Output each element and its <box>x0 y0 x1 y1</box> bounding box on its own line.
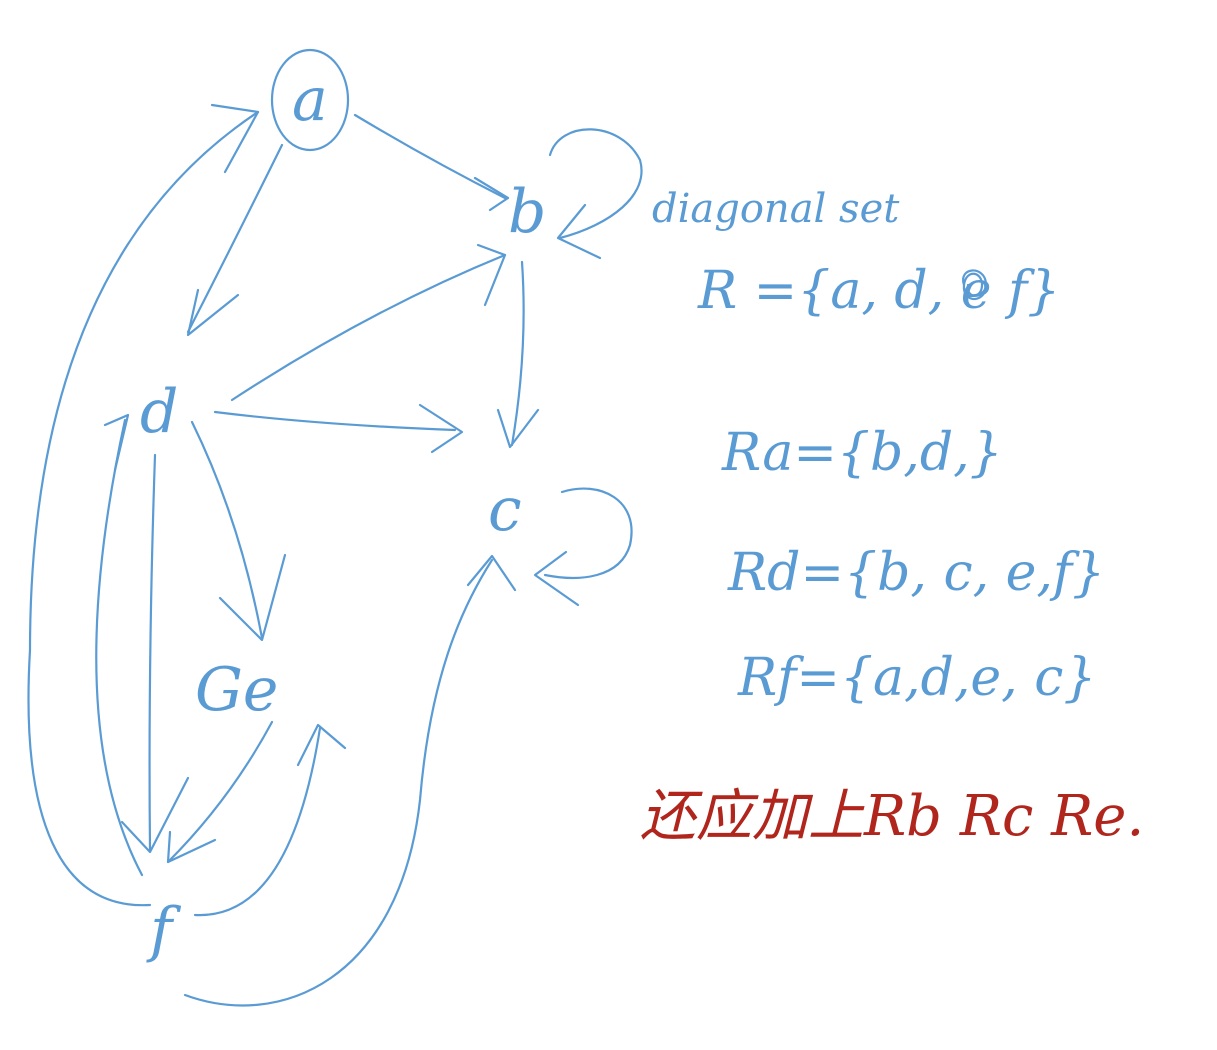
set-rf: Rf={a,d,e, c} <box>737 648 1096 708</box>
edge-a-d <box>186 143 284 337</box>
edge-f-c <box>183 554 517 1007</box>
node-a-label: a <box>292 65 328 135</box>
edge-b-c <box>496 260 540 449</box>
edge-f-d <box>95 413 144 877</box>
node-f-label: f <box>146 895 182 965</box>
node-b-label: b <box>508 177 546 247</box>
self-loop-c <box>533 487 633 607</box>
edge-d-f <box>120 453 190 854</box>
node-c-label: c <box>488 475 522 545</box>
self-loop-b <box>548 128 643 260</box>
red-note: 还应加上Rb Rc Re. <box>640 784 1144 849</box>
edge-f-e <box>193 723 347 917</box>
node-d-label: d <box>140 377 178 447</box>
node-e-label: Ge <box>195 655 278 725</box>
set-ra: Ra={b,d,} <box>721 423 1003 483</box>
scribble-mark <box>962 269 988 301</box>
edge-a-b <box>353 113 510 212</box>
node-a-circle <box>270 48 350 152</box>
diagonal-set: R ={a, d, e f} <box>697 261 1060 321</box>
diagonal-set-line: R ={a, d, e f} <box>697 261 1060 321</box>
node-a: a <box>270 48 350 152</box>
edge-d-e <box>190 420 287 642</box>
diagonal-note: diagonal set <box>652 186 900 232</box>
edge-e-f <box>166 720 274 864</box>
edge-d-c <box>213 403 464 454</box>
set-rd: Rd={b, c, e,f} <box>727 543 1105 603</box>
edge-d-b <box>230 243 507 402</box>
edge-f-a <box>27 103 260 907</box>
